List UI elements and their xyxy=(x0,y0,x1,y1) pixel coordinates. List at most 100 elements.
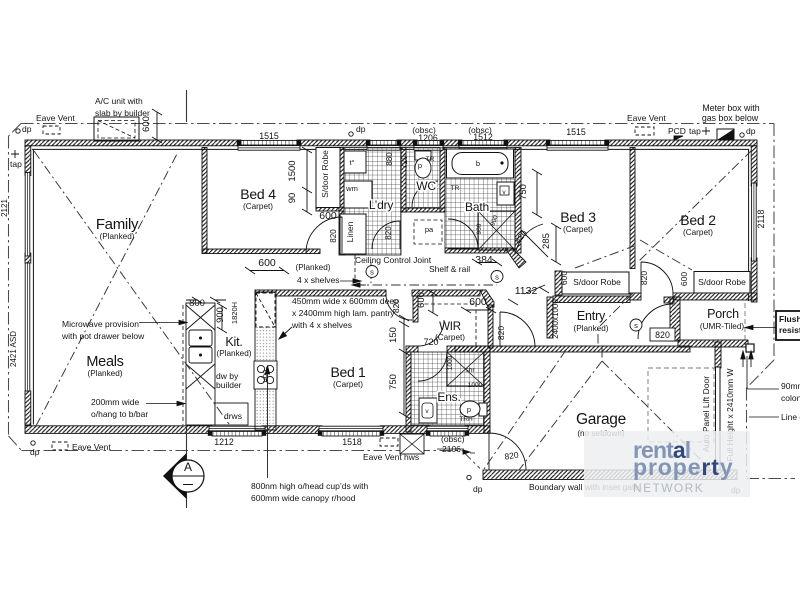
svg-text:600: 600 xyxy=(141,116,152,132)
svg-text:TR: TR xyxy=(451,185,460,192)
svg-text:WC: WC xyxy=(416,179,436,193)
svg-text:820: 820 xyxy=(329,229,338,243)
svg-text:750: 750 xyxy=(388,374,399,390)
svg-text:TRH: TRH xyxy=(459,416,473,423)
svg-text:1132: 1132 xyxy=(515,285,538,297)
svg-text:s: s xyxy=(495,273,499,282)
svg-text:600: 600 xyxy=(416,292,427,308)
svg-text:L’dry: L’dry xyxy=(369,198,394,212)
svg-text:(Carpet): (Carpet) xyxy=(333,380,363,389)
svg-text:820: 820 xyxy=(504,450,520,462)
svg-text:rental: rental xyxy=(633,437,690,463)
svg-text:Kit.: Kit. xyxy=(225,335,242,349)
svg-text:200mm wide: 200mm wide xyxy=(91,397,139,407)
svg-text:ubo: ubo xyxy=(260,370,269,383)
svg-text:Entry: Entry xyxy=(577,309,606,323)
svg-text:v: v xyxy=(425,408,429,415)
svg-text:150: 150 xyxy=(388,327,399,343)
svg-text:dw by: dw by xyxy=(216,371,239,381)
svg-text:S/door Robe: S/door Robe xyxy=(698,277,746,287)
svg-text:Porch: Porch xyxy=(707,307,739,321)
svg-text:L’dry: L’dry xyxy=(369,198,394,212)
svg-text:(Carpet): (Carpet) xyxy=(563,225,593,234)
svg-text:A: A xyxy=(184,460,192,474)
svg-text:s: s xyxy=(370,268,374,277)
svg-text:s: s xyxy=(634,321,638,330)
svg-text:90: 90 xyxy=(287,193,298,204)
svg-text:(obsc): (obsc) xyxy=(412,125,436,135)
svg-text:800nm high o/head cup’ds with: 800nm high o/head cup’ds with xyxy=(251,481,368,491)
svg-text:Eave Vent: Eave Vent xyxy=(627,113,666,123)
svg-text:600: 600 xyxy=(469,296,487,308)
svg-text:820: 820 xyxy=(384,226,393,240)
svg-text:800: 800 xyxy=(189,298,205,309)
svg-text:820: 820 xyxy=(639,271,649,285)
svg-text:Bed 3: Bed 3 xyxy=(560,209,596,225)
svg-text:drws: drws xyxy=(224,411,242,421)
svg-text:820: 820 xyxy=(496,326,506,340)
svg-text:820: 820 xyxy=(655,330,670,340)
svg-text:(obsc): (obsc) xyxy=(441,434,465,444)
svg-text:(Carpet): (Carpet) xyxy=(243,202,273,211)
svg-text:property: property xyxy=(633,454,734,480)
svg-text:1000: 1000 xyxy=(447,355,454,370)
svg-text:Ens.: Ens. xyxy=(437,390,460,404)
svg-text:dp: dp xyxy=(30,447,40,457)
svg-text:Garage: Garage xyxy=(576,411,626,428)
svg-text:slab by builder: slab by builder xyxy=(95,108,150,118)
svg-text:dp: dp xyxy=(22,124,32,134)
svg-text:(Planked): (Planked) xyxy=(99,232,134,241)
svg-text:pa: pa xyxy=(425,225,434,234)
svg-text:2421 ASD: 2421 ASD xyxy=(9,331,18,367)
svg-text:colonia: colonia xyxy=(781,393,800,403)
svg-text:2106: 2106 xyxy=(442,444,461,454)
svg-text:2118: 2118 xyxy=(756,209,766,228)
svg-text:dp: dp xyxy=(473,484,483,494)
svg-text:dp: dp xyxy=(746,126,756,136)
svg-text:TR: TR xyxy=(426,156,435,163)
svg-text:900: 900 xyxy=(215,307,226,323)
svg-text:600: 600 xyxy=(679,272,689,286)
svg-text:Eave Vent: Eave Vent xyxy=(72,442,111,452)
svg-text:builder: builder xyxy=(216,380,242,390)
svg-text:1500: 1500 xyxy=(287,160,298,181)
svg-text:resist: resist xyxy=(779,325,800,335)
svg-text:shr: shr xyxy=(465,367,475,374)
svg-text:(Carpet): (Carpet) xyxy=(683,228,713,237)
svg-text:tap: tap xyxy=(689,126,701,136)
svg-text:A/C unit with: A/C unit with xyxy=(95,96,143,106)
svg-text:1515: 1515 xyxy=(566,127,586,137)
svg-text:x 2400mm high lam. pantry: x 2400mm high lam. pantry xyxy=(292,308,395,318)
svg-text:600: 600 xyxy=(258,257,276,269)
svg-text:wm: wm xyxy=(345,184,358,193)
svg-text:Ens.: Ens. xyxy=(437,390,460,404)
svg-text:(UMR-Tiled): (UMR-Tiled) xyxy=(700,322,745,331)
svg-text:1000: 1000 xyxy=(468,382,483,389)
svg-text:1518: 1518 xyxy=(342,437,362,447)
svg-text:600mm wide canopy r/hood: 600mm wide canopy r/hood xyxy=(251,493,356,503)
svg-text:Flushe: Flushe xyxy=(779,314,800,324)
svg-text:(Carpet): (Carpet) xyxy=(435,333,465,342)
svg-text:PCD: PCD xyxy=(668,126,686,136)
svg-text:o/hang to b/bar: o/hang to b/bar xyxy=(91,409,148,419)
svg-text:with 4 x shelves: with 4 x shelves xyxy=(291,320,352,330)
svg-text:Meals: Meals xyxy=(86,354,123,370)
svg-text:384: 384 xyxy=(475,254,493,266)
svg-text:Auto Panel Lift Door: Auto Panel Lift Door xyxy=(701,376,711,452)
svg-text:4 x shelves: 4 x shelves xyxy=(297,275,340,285)
svg-text:750: 750 xyxy=(518,184,529,200)
svg-text:Eave Vent: Eave Vent xyxy=(363,452,402,462)
svg-text:b: b xyxy=(476,159,480,168)
svg-text:720: 720 xyxy=(423,337,438,347)
svg-text:Line o: Line o xyxy=(781,412,800,422)
svg-text:900: 900 xyxy=(476,223,483,234)
svg-text:Bed 4: Bed 4 xyxy=(240,186,276,202)
svg-text:720: 720 xyxy=(400,155,409,169)
svg-text:900: 900 xyxy=(489,214,499,227)
svg-text:S/door Robe: S/door Robe xyxy=(320,150,330,198)
svg-text:S/door Robe: S/door Robe xyxy=(573,277,621,287)
svg-text:p: p xyxy=(418,161,422,170)
svg-text:Bed 2: Bed 2 xyxy=(680,212,716,228)
svg-text:hws: hws xyxy=(404,452,419,462)
svg-text:p: p xyxy=(467,405,471,414)
